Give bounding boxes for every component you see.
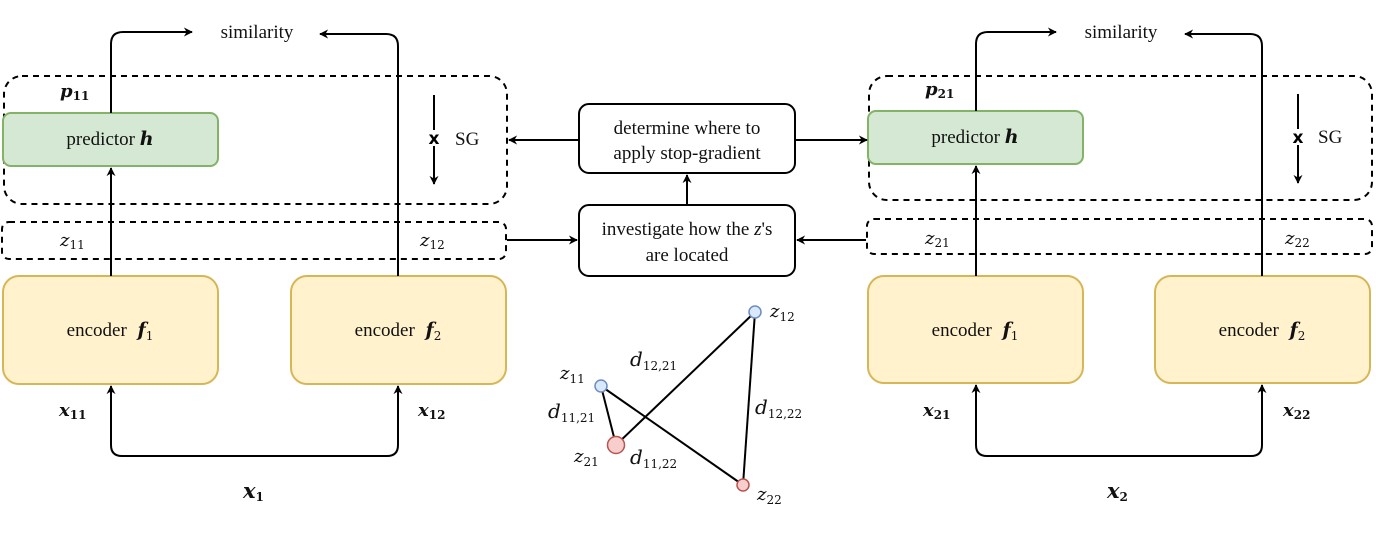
right-z-group-dashed bbox=[866, 218, 1373, 255]
edge-label-z11-z21: d11,21 bbox=[548, 399, 595, 425]
determine-stop-gradient-box bbox=[578, 103, 796, 174]
right-encoder-2-label: encoder f2 bbox=[1219, 319, 1306, 343]
left-input-arrow-2 bbox=[255, 385, 403, 457]
center-process: determine where to apply stop-gradient i… bbox=[507, 103, 868, 277]
right-input-arrow-2 bbox=[1120, 384, 1267, 457]
node-label-z11: z11 bbox=[559, 363, 585, 386]
right-x-input-label: x2 bbox=[1106, 478, 1128, 504]
left-encoder-1-label: encoder f1 bbox=[67, 319, 154, 343]
left-sg-label: SG bbox=[455, 129, 480, 150]
right-x-a-label: x21 bbox=[922, 400, 950, 422]
left-x-b-label: x12 bbox=[417, 400, 445, 422]
node-z11 bbox=[594, 379, 608, 393]
left-encoder-2-label: encoder f2 bbox=[355, 319, 442, 343]
left-similarity-label: similarity bbox=[221, 22, 294, 43]
left-sg-gap bbox=[426, 130, 442, 146]
left-encoder2-to-similarity-arrow bbox=[319, 29, 399, 276]
right-z-b-label: z22 bbox=[1284, 228, 1310, 250]
edge-z12-z21 bbox=[615, 311, 756, 446]
left-sg-cross-icon: x bbox=[429, 129, 440, 149]
distance-graph: d11,21 d11,22 d12,21 d12,22 z11 z12 z21 z22 bbox=[548, 301, 802, 507]
right-x-b-label: x22 bbox=[1282, 400, 1310, 422]
left-x-input-label: x1 bbox=[242, 478, 264, 504]
right-predictor-group-dashed bbox=[868, 75, 1373, 201]
left-predictor-to-similarity-arrow bbox=[110, 27, 193, 113]
determine-line-2: apply stop-gradient bbox=[613, 143, 761, 164]
right-sg-cross-icon: x bbox=[1293, 128, 1304, 148]
investigate-line-1: investigate how the z's bbox=[602, 219, 773, 240]
edge-label-z12-z22: d12,22 bbox=[755, 395, 802, 421]
right-encoder2-to-similarity-arrow bbox=[1184, 29, 1263, 276]
node-z12 bbox=[748, 305, 762, 319]
node-z21 bbox=[606, 435, 626, 455]
right-z-a-label: z21 bbox=[924, 228, 950, 250]
right-predictor-label: predictor h bbox=[931, 126, 1018, 148]
left-z-b-label: z12 bbox=[419, 230, 445, 252]
right-p-label: p21 bbox=[925, 79, 954, 101]
edge-label-z11-z22: d11,22 bbox=[630, 445, 677, 471]
left-z-group-dashed bbox=[1, 221, 507, 260]
edge-z11-z21 bbox=[600, 385, 617, 446]
edge-z12-z22 bbox=[742, 311, 756, 486]
right-encoder-1-label: encoder f1 bbox=[932, 319, 1019, 343]
right-predictor-to-similarity-arrow bbox=[975, 27, 1057, 111]
node-label-z12: z12 bbox=[769, 301, 795, 324]
left-predictor-label: predictor h bbox=[66, 128, 153, 150]
left-p-label: p11 bbox=[60, 81, 89, 103]
investigate-line-2: are located bbox=[646, 245, 729, 266]
left-input-arrow-1 bbox=[106, 385, 255, 457]
right-sg-gap bbox=[1290, 129, 1306, 145]
left-branch: predictor h encoder f1 encoder f2 x simi… bbox=[1, 22, 508, 504]
right-branch: predictor h encoder f1 encoder f2 x simi… bbox=[866, 22, 1373, 504]
right-input-arrow-1 bbox=[971, 384, 1120, 457]
right-similarity-label: similarity bbox=[1085, 22, 1158, 43]
node-label-z21: z21 bbox=[573, 446, 599, 469]
edge-z11-z22 bbox=[600, 385, 744, 486]
node-z22 bbox=[736, 478, 750, 492]
left-z-a-label: z11 bbox=[59, 230, 85, 252]
right-sg-label: SG bbox=[1318, 127, 1343, 148]
node-label-z22: z22 bbox=[756, 484, 782, 507]
left-x-a-label: x11 bbox=[58, 400, 86, 422]
edge-label-z12-z21: d12,21 bbox=[630, 347, 677, 373]
determine-line-1: determine where to bbox=[614, 118, 761, 139]
